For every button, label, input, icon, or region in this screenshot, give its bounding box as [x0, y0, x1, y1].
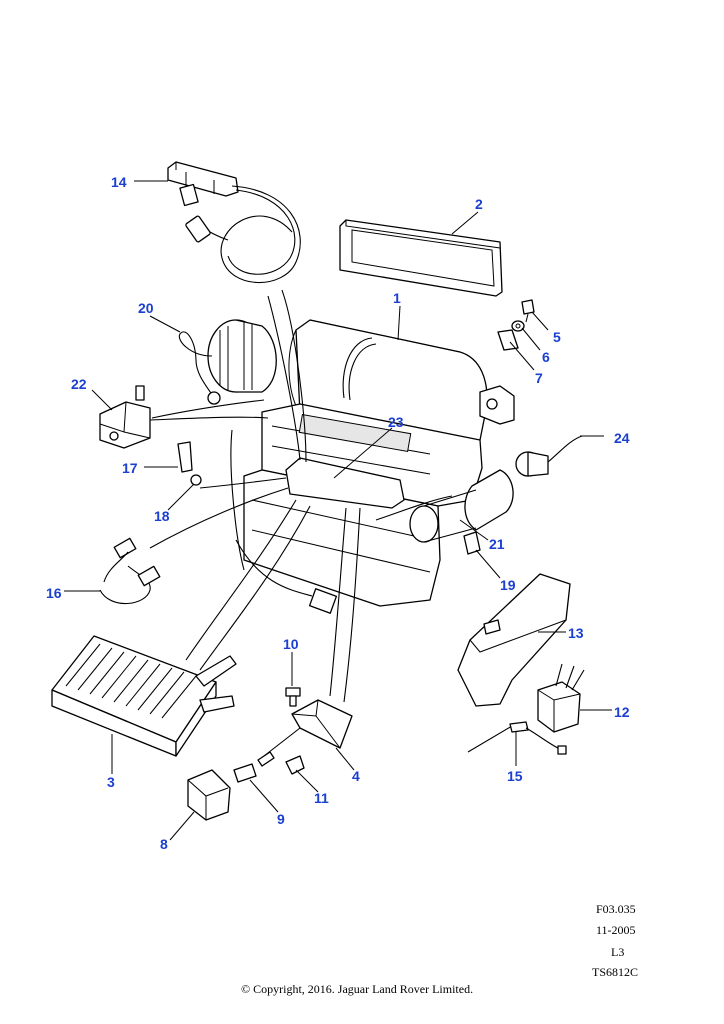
part-3-heater-matrix: [51, 635, 237, 757]
callout-19[interactable]: 19: [500, 577, 516, 593]
part-20-blower-motor: [178, 319, 277, 405]
part-14-sensor-harness: [167, 161, 301, 284]
callout-17[interactable]: 17: [122, 460, 138, 476]
callout-9[interactable]: 9: [277, 811, 285, 827]
part-15-probe: [467, 721, 567, 755]
callout-16[interactable]: 16: [46, 585, 62, 601]
callout-23[interactable]: 23: [388, 414, 404, 430]
callout-22[interactable]: 22: [71, 376, 87, 392]
callout-7[interactable]: 7: [535, 370, 543, 386]
diagram-ref: TS6812C: [592, 965, 639, 979]
part-6-washer: [511, 320, 525, 332]
leader-lines: [64, 180, 612, 841]
copyright-notice: © Copyright, 2016. Jaguar Land Rover Lim…: [241, 982, 474, 996]
part-4-resistor-pack: [257, 699, 353, 767]
part-8-cover: [187, 769, 231, 821]
callout-18[interactable]: 18: [154, 508, 170, 524]
callout-13[interactable]: 13: [568, 625, 584, 641]
part-11-clip: [285, 755, 305, 775]
callout-15[interactable]: 15: [507, 768, 523, 784]
part-2-filter: [339, 219, 503, 297]
callout-8[interactable]: 8: [160, 836, 168, 852]
callout-24[interactable]: 24: [614, 430, 630, 446]
part-5-bolt: [521, 299, 535, 323]
callout-10[interactable]: 10: [283, 636, 299, 652]
callout-21[interactable]: 21: [489, 536, 505, 552]
callout-2[interactable]: 2: [475, 196, 483, 212]
callout-11[interactable]: 11: [314, 790, 329, 806]
callout-20[interactable]: 20: [138, 300, 154, 316]
callout-1[interactable]: 1: [393, 290, 401, 306]
part-10-screw: [285, 687, 301, 707]
routing-lines: [149, 289, 453, 703]
part-16-harness: [99, 537, 161, 605]
callout-4[interactable]: 4: [352, 768, 360, 784]
callout-3[interactable]: 3: [107, 774, 115, 790]
part-9-connector: [233, 763, 257, 783]
part-7-nut: [497, 329, 519, 351]
callout-12[interactable]: 12: [614, 704, 630, 720]
part-13-cover-panel: [457, 573, 571, 707]
part-19-switch: [463, 531, 481, 555]
part-1-heater-housing: [243, 319, 515, 607]
callout-14[interactable]: 14: [111, 174, 127, 190]
part-24-sensor: [515, 435, 583, 477]
callout-6[interactable]: 6: [542, 349, 550, 365]
part-21-duct: [409, 469, 514, 543]
diagram-date: 11-2005: [596, 923, 636, 937]
part-22-actuator: [99, 385, 265, 449]
diagram-code: F03.035: [596, 902, 636, 916]
part-18-grommet: [190, 474, 202, 486]
part-17-duct-plug: [177, 441, 193, 473]
part-12-module: [537, 663, 585, 733]
callout-5[interactable]: 5: [553, 329, 561, 345]
diagram-level: L3: [611, 945, 625, 959]
